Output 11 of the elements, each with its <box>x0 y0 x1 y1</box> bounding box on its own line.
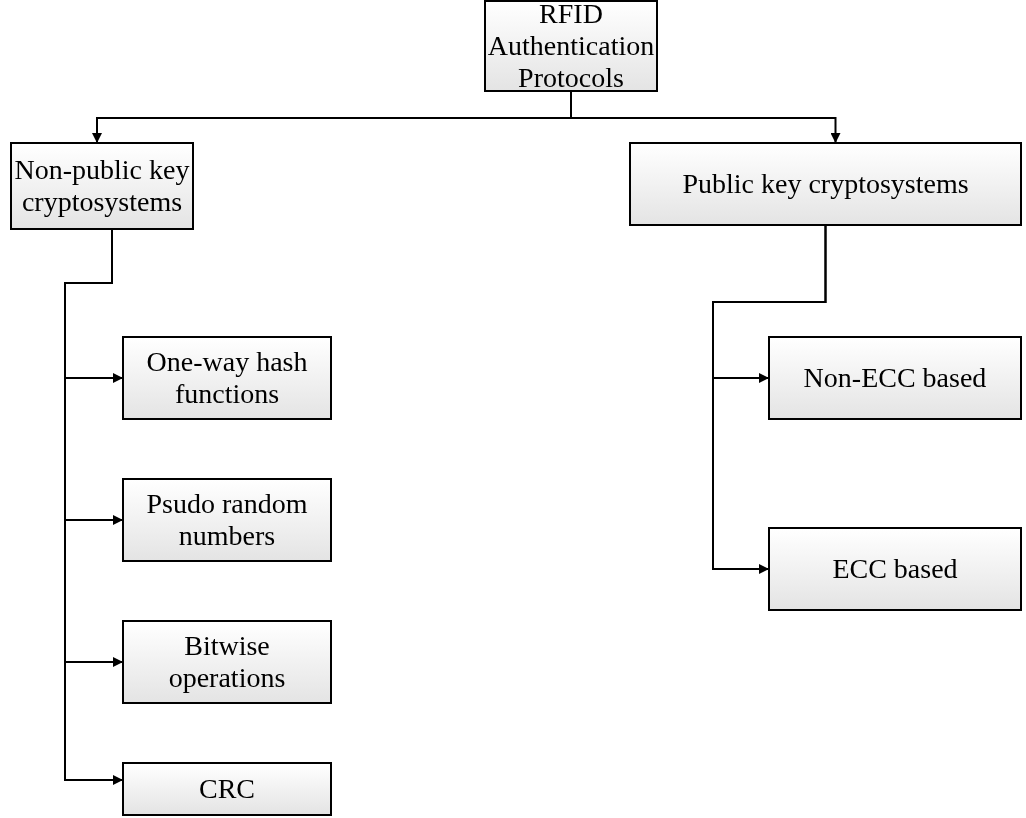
category-box: Psudo random numbers <box>122 478 332 562</box>
category-box: RFID Authentication Protocols <box>484 0 658 92</box>
category-box: Non-ECC based <box>768 336 1022 420</box>
category-box: Bitwise operations <box>122 620 332 704</box>
category-box: CRC <box>122 762 332 816</box>
connector-arrow <box>570 91 841 143</box>
category-box: Non-public key cryptosystems <box>10 142 194 230</box>
category-box: Public key cryptosystems <box>629 142 1022 226</box>
category-box: One-way hash functions <box>122 336 332 420</box>
connector-arrow <box>712 225 827 574</box>
category-box: ECC based <box>768 527 1022 611</box>
